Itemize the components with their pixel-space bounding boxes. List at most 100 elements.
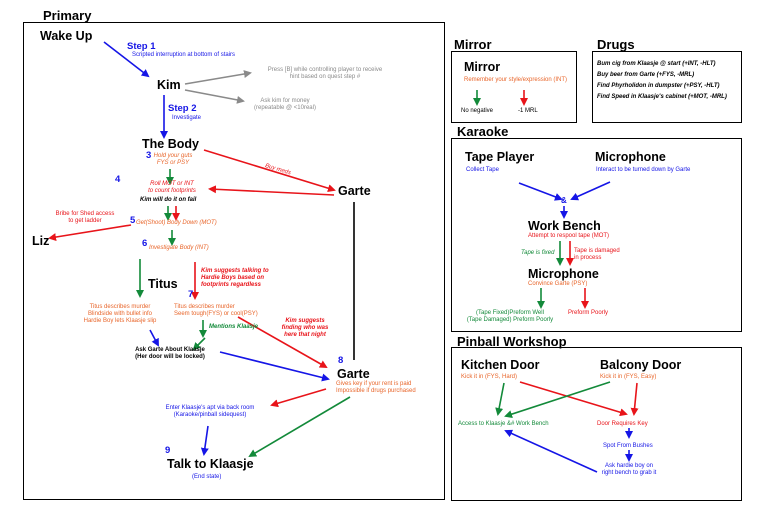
enter-apt-note: Enter Klaasje's apt via back room (Karao… xyxy=(150,405,270,419)
arrow-tape-amp xyxy=(518,182,563,201)
collect-tape-note: Collect Tape xyxy=(466,167,499,173)
enter-apt-line2: (Karaoke/pinball sidequest) xyxy=(173,411,247,418)
kim-finding-line2: finding who was xyxy=(281,324,329,331)
press-b-note: Press [B] while controlling player to re… xyxy=(250,67,400,81)
node-kitchen-door: Kitchen Door xyxy=(461,358,540,372)
primary-title: Primary xyxy=(43,8,92,23)
garte-keys-line1: Gives key if your rent is paid xyxy=(336,381,412,387)
node-microphone-2: Microphone xyxy=(528,267,599,281)
interact-mic-note: Interact to be turned down by Garte xyxy=(596,167,691,173)
mirror-minus-mrl: -1 MRL xyxy=(518,108,538,114)
node-liz: Liz xyxy=(32,234,50,248)
hold-guts-line2: FYS or PSY xyxy=(156,159,190,166)
kim-suggests-hardie: Kim suggests talking to Hardie Boys base… xyxy=(201,268,269,289)
node-titus: Titus xyxy=(148,277,178,291)
garte-keys-line2: Impossible if drugs purchased xyxy=(336,387,416,394)
tape-fixed-note: Tape is fixed xyxy=(521,250,555,256)
mirror-inner-title: Mirror xyxy=(464,60,501,74)
roll-mot-line2: to count footprints xyxy=(148,187,196,194)
door-key-note: Door Requires Key xyxy=(597,421,648,427)
perform-well-line1: (Tape Fixed)Preform Well xyxy=(476,310,544,316)
arrow-mentions-ask xyxy=(192,337,206,351)
garte-keys-note: Gives key if your rent is paid Impossibl… xyxy=(336,381,416,395)
kim-fail-note: Kim will do it on fail xyxy=(140,197,197,203)
node-tape-player: Tape Player xyxy=(465,150,535,164)
ask-hardie-note: Ask hardie boy on right bench to grab it xyxy=(594,463,664,477)
press-b-line2: hint based on quest step # xyxy=(289,73,361,80)
drugs-panel xyxy=(592,51,742,123)
mentions-klaasje: Mentions Klaasje xyxy=(209,324,259,330)
arrow-balcony-access xyxy=(504,381,611,418)
step3-num: 3 xyxy=(146,150,152,161)
ask-kim-line1: Ask kim for money xyxy=(260,98,310,104)
kim-finding-line1: Kim suggests xyxy=(285,318,325,324)
primary-panel xyxy=(23,22,445,500)
arrow-kim-press xyxy=(184,70,252,85)
step7-num: 7 xyxy=(188,289,194,300)
ask-garte-note: Ask Garte About Klaasje (Her door will b… xyxy=(122,347,218,361)
bribe-note: Bribe for Shed access to get ladder xyxy=(50,211,120,225)
kim-finding-line3: here that night xyxy=(284,331,326,338)
step9-num: 9 xyxy=(165,445,171,456)
perform-poorly-note: Preform Poorly xyxy=(568,310,609,316)
node-work-bench: Work Bench xyxy=(528,219,601,233)
node-talk-klaasje: Talk to Klaasje xyxy=(167,457,254,471)
kim-hardie-line1: Kim suggests talking to xyxy=(201,268,269,274)
step5-num: 5 xyxy=(130,215,136,226)
titus-left-line2: Blindside with bullet info xyxy=(87,310,153,317)
arrow-mic-amp xyxy=(570,181,611,201)
pinball-title: Pinball Workshop xyxy=(457,334,567,349)
pinball-panel xyxy=(451,347,742,501)
ask-garte-line1: Ask Garte About Klaasje xyxy=(135,347,205,353)
arrow-7-garte2 xyxy=(237,316,328,368)
mirror-no-negative: No negative xyxy=(461,108,494,114)
kim-hardie-line2: Hardie Boys based on xyxy=(201,274,265,281)
convince-note: Convince Garte (PSY) xyxy=(528,281,588,287)
titus-describes-left: Titus describes murder Blindside with bu… xyxy=(80,304,160,325)
tape-damaged-line1: Tape is damaged xyxy=(574,248,620,254)
step8-num: 8 xyxy=(338,355,344,366)
arrow-enter-talk xyxy=(200,425,209,456)
node-microphone-1: Microphone xyxy=(595,150,666,164)
get-shot-note: Get(Shoot) Body Down (MOT) xyxy=(136,220,217,226)
node-balcony-door: Balcony Door xyxy=(600,358,682,372)
ask-kim-note: Ask kim for money (repeatable @ <10real) xyxy=(240,98,330,112)
arrow-garte2-enter xyxy=(270,388,327,408)
investigate-body-note: Investigate Body (INT) xyxy=(149,245,209,251)
arrow-balcony-key xyxy=(630,382,639,416)
arrow-ask-access xyxy=(504,429,598,473)
arrow-garte-roll xyxy=(208,185,335,196)
kick-hard-note: Kick it in (FYS, Hard) xyxy=(461,374,518,380)
step6-num: 6 xyxy=(142,238,148,249)
step2-note: Investigate xyxy=(172,115,202,121)
roll-mot-line1: Roll MOT or INT xyxy=(150,181,194,187)
karaoke-panel xyxy=(451,138,742,332)
hold-guts-note: Hold your guts FYS or PSY xyxy=(150,153,196,167)
ask-hardie-line1: Ask hardie boy on xyxy=(604,463,654,469)
enter-apt-line1: Enter Klaasje's apt via back room xyxy=(165,405,255,411)
kim-suggests-finding: Kim suggests finding who was here that n… xyxy=(274,318,336,339)
spot-bushes-note: Spot From Bushes xyxy=(603,443,653,449)
drug-item: Find Speed in Klaasje's cabinet (+MOT, -… xyxy=(597,94,727,100)
mirror-title: Mirror xyxy=(454,37,492,52)
step4-num: 4 xyxy=(115,174,121,185)
arrow-wakeup-kim xyxy=(103,41,150,78)
tape-damaged-note: Tape is damaged in process xyxy=(574,248,620,262)
press-b-line1: Press [B] while controlling player to re… xyxy=(267,67,383,73)
perform-well-line2: (Tape Damaged) Preform Poorly xyxy=(466,316,554,323)
karaoke-title: Karaoke xyxy=(457,124,509,139)
titus-right-line1: Titus describes murder xyxy=(174,304,235,310)
arrow-5-liz xyxy=(48,224,132,241)
arrow-garte2-talk xyxy=(248,396,351,458)
tape-damaged-line2: in process xyxy=(574,254,602,261)
arrow-kitchen-key xyxy=(519,381,628,417)
node-garte-2: Garte xyxy=(337,367,370,381)
access-note: Access to Klaasje &# Work Bench xyxy=(458,421,549,427)
roll-mot-note: Roll MOT or INT to count footprints xyxy=(139,181,205,195)
bribe-line1: Bribe for Shed access xyxy=(55,211,115,217)
ask-kim-line2: (repeatable @ <10real) xyxy=(254,104,316,111)
drug-item: Find Phyrholidon in dumpster (+PSY, -HLT… xyxy=(597,83,720,89)
node-kim: Kim xyxy=(157,78,181,92)
node-the-body: The Body xyxy=(142,137,199,151)
